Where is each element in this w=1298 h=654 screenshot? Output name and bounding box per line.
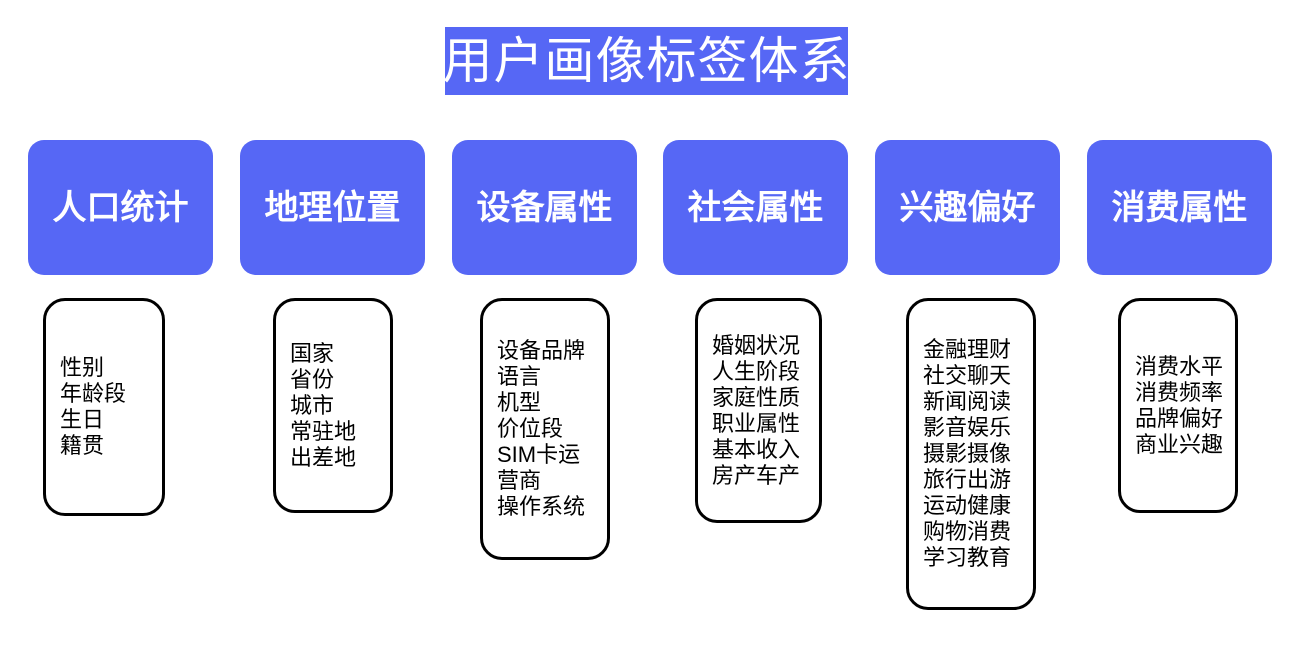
list-item: 婚姻状况 — [712, 332, 801, 358]
category-header-label: 地理位置 — [264, 188, 401, 227]
list-item: 籍贯 — [60, 433, 105, 458]
diagram-title-banner: 用户画像标签体系 — [442, 27, 851, 95]
category-header-label: 人口统计 — [52, 188, 189, 227]
list-item: 摄影摄像 — [923, 441, 1012, 466]
list-item: 家庭性质 — [712, 384, 801, 410]
category-header-3[interactable]: 社会属性 — [663, 140, 848, 275]
list-item: 生日 — [60, 407, 105, 432]
category-body-2[interactable]: 设备品牌 语言 机型 价位段 SIM卡运营商 操作系统 — [480, 298, 610, 560]
list-item: 社交聊天 — [923, 363, 1012, 388]
list-item: 学习教育 — [923, 545, 1012, 570]
list-item: 操作系统 — [497, 494, 586, 519]
list-item: 新闻阅读 — [923, 389, 1012, 414]
category-header-2[interactable]: 设备属性 — [452, 140, 637, 275]
category-body-1[interactable]: 国家 省份 城市 常驻地 出差地 — [273, 298, 393, 513]
category-item-list: 婚姻状况 人生阶段 家庭性质 职业属性 基本收入 房产车产 — [698, 333, 819, 489]
list-item: 机型 — [497, 390, 542, 415]
category-header-5[interactable]: 消费属性 — [1087, 140, 1272, 275]
category-header-label: 社会属性 — [687, 188, 824, 227]
list-item: 运动健康 — [923, 493, 1012, 518]
list-item: 国家 — [290, 340, 335, 366]
list-item: 城市 — [290, 392, 335, 418]
list-item: 性别 — [60, 355, 105, 380]
list-item: 省份 — [290, 366, 335, 392]
category-body-4[interactable]: 金融理财 社交聊天 新闻阅读 影音娱乐 摄影摄像 旅行出游 运动健康 购物消费 … — [906, 298, 1036, 610]
list-item: 金融理财 — [923, 337, 1012, 362]
list-item: 商业兴趣 — [1135, 431, 1224, 457]
category-header-4[interactable]: 兴趣偏好 — [875, 140, 1060, 275]
category-header-1[interactable]: 地理位置 — [240, 140, 425, 275]
category-item-list: 性别 年龄段 生日 籍贯 — [46, 355, 162, 459]
list-item: 旅行出游 — [923, 467, 1012, 492]
category-body-5[interactable]: 消费水平 消费频率 品牌偏好 商业兴趣 — [1118, 298, 1238, 513]
category-header-label: 兴趣偏好 — [899, 188, 1036, 227]
category-header-0[interactable]: 人口统计 — [28, 140, 213, 275]
category-item-list: 国家 省份 城市 常驻地 出差地 — [276, 341, 390, 471]
category-header-label: 设备属性 — [476, 188, 613, 227]
list-item: 常驻地 — [290, 418, 357, 444]
list-item: 品牌偏好 — [1135, 405, 1224, 431]
list-item: 房产车产 — [712, 462, 801, 488]
category-body-0[interactable]: 性别 年龄段 生日 籍贯 — [43, 298, 165, 516]
list-item: 设备品牌 — [497, 338, 586, 363]
page-title: 用户画像标签体系 — [442, 33, 851, 89]
list-item: 职业属性 — [712, 410, 801, 436]
category-item-list: 金融理财 社交聊天 新闻阅读 影音娱乐 摄影摄像 旅行出游 运动健康 购物消费 … — [909, 337, 1033, 571]
list-item: 语言 — [497, 364, 542, 389]
category-item-list: 消费水平 消费频率 品牌偏好 商业兴趣 — [1121, 354, 1235, 458]
list-item: 人生阶段 — [712, 358, 801, 384]
list-item: 出差地 — [290, 444, 357, 470]
list-item: 消费频率 — [1135, 379, 1224, 405]
category-header-label: 消费属性 — [1111, 188, 1248, 227]
list-item: 年龄段 — [60, 381, 127, 406]
list-item: 购物消费 — [923, 519, 1012, 544]
list-item: 消费水平 — [1135, 353, 1224, 379]
list-item: 基本收入 — [712, 436, 801, 462]
category-body-3[interactable]: 婚姻状况 人生阶段 家庭性质 职业属性 基本收入 房产车产 — [695, 298, 822, 523]
category-item-list: 设备品牌 语言 机型 价位段 SIM卡运营商 操作系统 — [483, 338, 607, 520]
list-item: 影音娱乐 — [923, 415, 1012, 440]
list-item: 价位段 — [497, 416, 564, 441]
list-item: SIM卡运营商 — [497, 442, 581, 493]
